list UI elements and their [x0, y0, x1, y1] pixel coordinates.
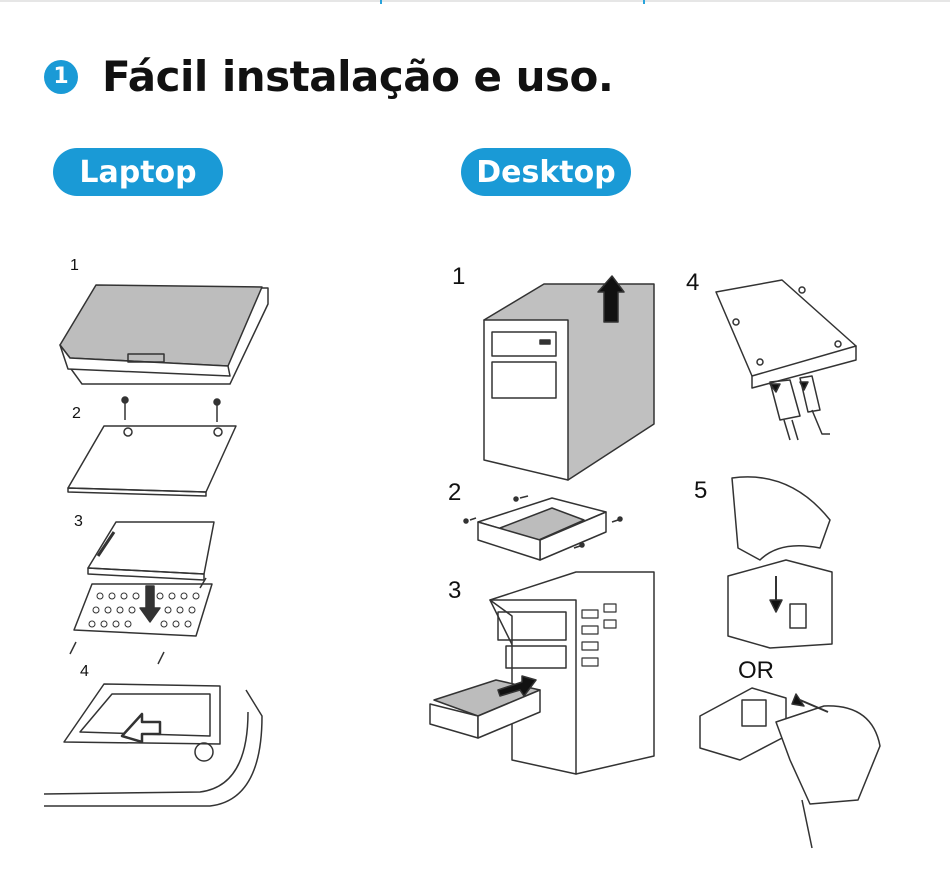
laptop-step-number: 2: [72, 405, 81, 422]
laptop-step1-illustration: [59, 284, 269, 385]
laptop-step4-illustration: [43, 683, 263, 807]
top-marker: [380, 0, 382, 4]
heading-title: Fácil instalação e uso.: [102, 52, 614, 101]
desktop-label-badge: Desktop: [461, 148, 631, 196]
desktop-step1-illustration: [483, 275, 655, 481]
desktop-step-number: 5: [694, 477, 707, 504]
laptop-step3-illustration: [69, 521, 215, 665]
heading-number-badge: 1: [44, 59, 78, 94]
desktop-step2-illustration: [463, 495, 623, 561]
top-marker: [643, 0, 645, 4]
desktop-step-number: 3: [448, 577, 461, 604]
laptop-label-badge: Laptop: [53, 148, 223, 196]
section-heading: 1 Fácil instalação e uso.: [44, 52, 614, 101]
desktop-step4-illustration: [715, 279, 857, 441]
desktop-step3-illustration: [429, 571, 655, 775]
desktop-step5-illustration: [699, 476, 881, 849]
laptop-step-number: 1: [70, 257, 79, 274]
top-divider: [0, 0, 950, 2]
desktop-step-number: 4: [686, 269, 699, 296]
laptop-step-number: 4: [80, 663, 89, 680]
desktop-step-number: 2: [448, 479, 461, 506]
or-label: OR: [738, 657, 774, 684]
laptop-step-number: 3: [74, 513, 83, 530]
laptop-step2-illustration: [67, 396, 237, 497]
desktop-step-number: 1: [452, 263, 465, 290]
